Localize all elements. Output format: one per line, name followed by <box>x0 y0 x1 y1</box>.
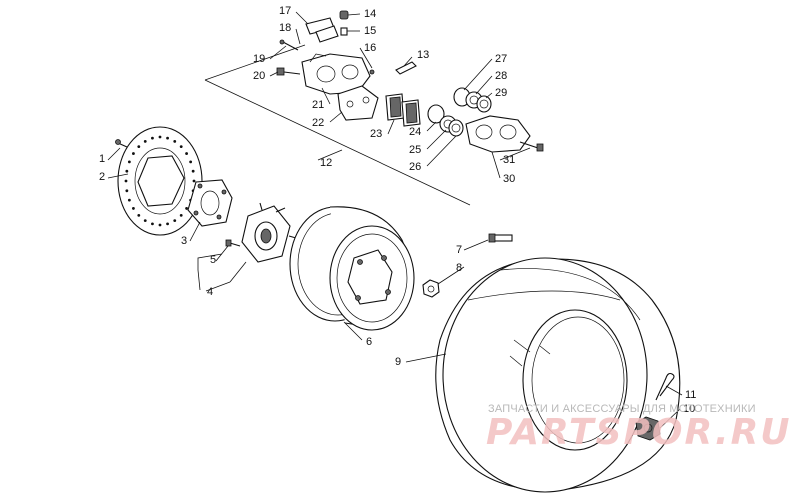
callout-10: 10 <box>683 403 695 415</box>
disc-hole <box>173 219 177 223</box>
callout-25: 25 <box>409 144 421 156</box>
callout-7: 7 <box>456 244 462 256</box>
callout-23: 23 <box>370 128 382 140</box>
callout-4: 4 <box>207 286 213 298</box>
disc-hole <box>191 169 195 173</box>
leader-lines <box>107 11 683 429</box>
callout-16: 16 <box>364 42 376 54</box>
caliper-bolt <box>276 67 301 76</box>
disc-hole <box>151 222 154 226</box>
disc-hole <box>137 145 141 148</box>
wheel-rim <box>289 206 415 331</box>
callout-21: 21 <box>312 99 324 111</box>
caliper-rear-bolt <box>519 141 544 152</box>
brake-disc <box>117 126 203 236</box>
retaining-pin <box>279 39 299 51</box>
brake-pads <box>385 93 421 127</box>
bleeder-screw <box>339 10 349 36</box>
caliper-bracket <box>337 85 379 121</box>
hub-bolt <box>225 239 241 247</box>
pad-spring <box>305 17 339 43</box>
callout-20: 20 <box>253 70 265 82</box>
callout-19: 19 <box>253 53 265 65</box>
callout-9: 9 <box>395 356 401 368</box>
watermark-brand: PARTSPOR.RU <box>486 412 792 453</box>
valve-stem <box>488 233 513 243</box>
brake-caliper-rear <box>465 115 531 153</box>
callout-24: 24 <box>409 126 421 138</box>
callout-2: 2 <box>99 171 105 183</box>
pad-clip <box>395 61 417 75</box>
callout-1: 1 <box>99 153 105 165</box>
piston-seals-front <box>453 87 492 113</box>
disc-hole <box>185 152 188 155</box>
disc-hole <box>158 223 162 227</box>
disc-hole <box>127 160 131 164</box>
disc-hole <box>127 198 131 202</box>
callout-17: 17 <box>279 5 291 17</box>
disc-hole <box>132 152 135 155</box>
callout-31: 31 <box>503 154 515 166</box>
disc-hole <box>125 189 129 193</box>
caliper-pin-small <box>369 69 375 75</box>
callout-15: 15 <box>364 25 376 37</box>
disc-hole <box>189 160 193 164</box>
disc-hole <box>151 136 154 140</box>
disc-bolt <box>115 139 128 148</box>
callout-14: 14 <box>364 8 376 20</box>
callout-5: 5 <box>210 254 216 266</box>
disc-hole <box>192 179 196 183</box>
disc-hole <box>132 207 135 210</box>
callout-30: 30 <box>503 173 515 185</box>
callout-13: 13 <box>417 49 429 61</box>
lug-nut <box>422 279 440 298</box>
disc-hole <box>125 169 129 173</box>
disc-hole <box>124 179 128 183</box>
callout-18: 18 <box>279 22 291 34</box>
callout-22: 22 <box>312 117 324 129</box>
watermark-subtitle: ЗАПЧАСТИ И АКСЕССУАРЫ ДЛЯ МОТОТЕХНИКИ <box>488 403 756 415</box>
callout-27: 27 <box>495 53 507 65</box>
disc-hole <box>179 214 183 217</box>
disc-hole <box>185 207 188 210</box>
callout-12: 12 <box>320 157 332 169</box>
disc-hole <box>166 136 169 140</box>
callout-28: 28 <box>495 70 507 82</box>
axle-nut <box>635 416 661 441</box>
disc-hole <box>158 135 162 139</box>
hub-carrier <box>187 179 233 227</box>
cotter-pin <box>655 372 675 401</box>
disc-hole <box>179 145 183 148</box>
callout-8: 8 <box>456 262 462 274</box>
brake-caliper-front <box>301 53 371 95</box>
callout-11: 11 <box>685 389 696 401</box>
piston-seals-rear <box>427 104 464 137</box>
disc-hole <box>173 139 177 143</box>
disc-hole <box>143 219 147 223</box>
callout-3: 3 <box>181 235 187 247</box>
disc-hole <box>166 222 169 226</box>
disc-hole <box>137 214 141 217</box>
disc-hole <box>143 139 147 143</box>
callout-29: 29 <box>495 87 507 99</box>
wheel-hub <box>241 202 297 263</box>
tire <box>435 257 681 493</box>
callout-6: 6 <box>366 336 372 348</box>
callout-26: 26 <box>409 161 421 173</box>
